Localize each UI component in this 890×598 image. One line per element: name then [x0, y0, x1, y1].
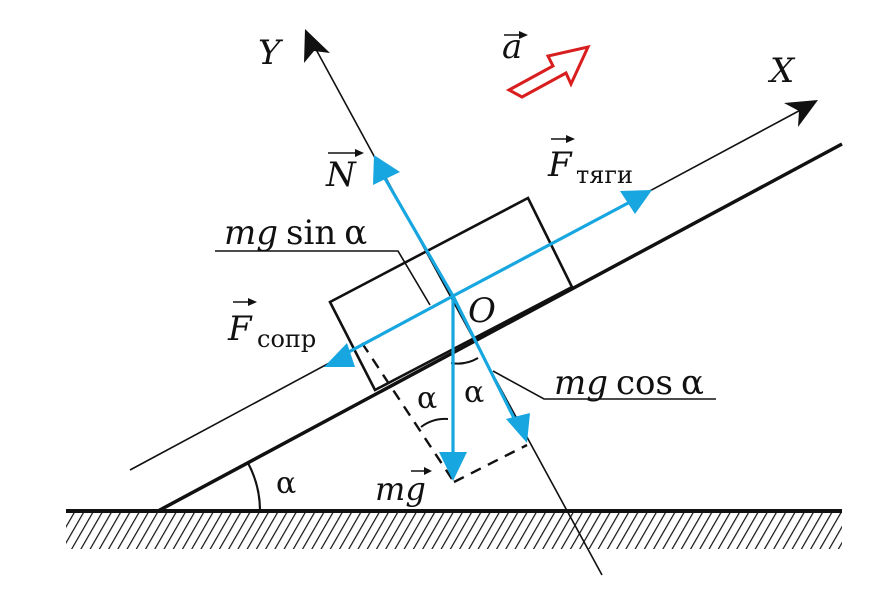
gravity-angle-left-label: α: [417, 381, 437, 416]
resistance-force-label: F сопр: [227, 298, 316, 353]
vector-arrow-tip: [248, 298, 257, 306]
projection-lines: [360, 342, 528, 484]
vector-arrow-tip: [424, 467, 432, 475]
angle-arc-right: [450, 357, 479, 365]
ground: [66, 509, 842, 549]
y-axis-arrowhead: [304, 29, 330, 63]
dashed-parallel-projection: [360, 342, 456, 483]
incline-angle-arc: [247, 462, 262, 512]
resistance-force-symbol: F: [227, 309, 253, 349]
traction-force-subscript: тяги: [576, 161, 633, 189]
force-vectors: [324, 155, 652, 481]
traction-force-symbol: F: [547, 145, 573, 185]
normal-force-symbol: N: [325, 155, 357, 195]
resistance-force-line: [344, 294, 454, 356]
acceleration-indicator: a: [502, 27, 591, 99]
normal-force-line: [381, 174, 455, 297]
acceleration-symbol: a: [502, 27, 522, 67]
sin-prefix: mg: [224, 213, 278, 253]
ground-hatching: [66, 513, 842, 549]
traction-force-line: [452, 200, 631, 298]
x-axis-arrowhead: [784, 100, 818, 127]
gravity-force-arrowhead: [439, 452, 467, 481]
cos-prefix: mg: [554, 363, 608, 403]
cos-component-leader: [492, 370, 716, 400]
cos-angle: α: [681, 363, 704, 403]
acceleration-arrow-icon: [505, 44, 591, 99]
angle-arc-left: [420, 417, 449, 428]
resistance-force-arrowhead: [324, 343, 355, 367]
origin-label: O: [468, 291, 496, 331]
traction-force-arrowhead: [620, 190, 652, 214]
block: [328, 196, 574, 392]
incline-angle-label: α: [276, 466, 296, 501]
y-axis-label: Y: [258, 33, 284, 73]
gravity-angle-right-label: α: [464, 375, 484, 410]
y-axis-line: [311, 41, 603, 576]
traction-force-label: F тяги: [547, 135, 633, 189]
vector-arrow-tip: [566, 135, 575, 143]
sin-component-leader: [215, 250, 431, 306]
sin-func: sin: [286, 213, 336, 253]
normal-force-arrowhead: [373, 155, 400, 185]
x-axis-label: X: [767, 51, 796, 91]
resistance-force-subscript: сопр: [257, 325, 316, 353]
sin-angle: α: [344, 213, 367, 253]
dashed-perpendicular-projection: [453, 443, 528, 484]
cos-component-line: [451, 295, 518, 423]
y-axis: Y: [258, 29, 603, 576]
gravity-force-symbol: mg: [375, 470, 426, 508]
cos-component-arrowhead: [506, 413, 530, 443]
gravity-force-label: mg: [375, 467, 432, 508]
vector-arrow-tip: [519, 31, 528, 39]
cos-func: cos: [616, 363, 673, 403]
normal-force-label: N: [325, 149, 364, 195]
vector-arrow-tip: [355, 149, 364, 157]
incline-surface: [157, 142, 843, 513]
